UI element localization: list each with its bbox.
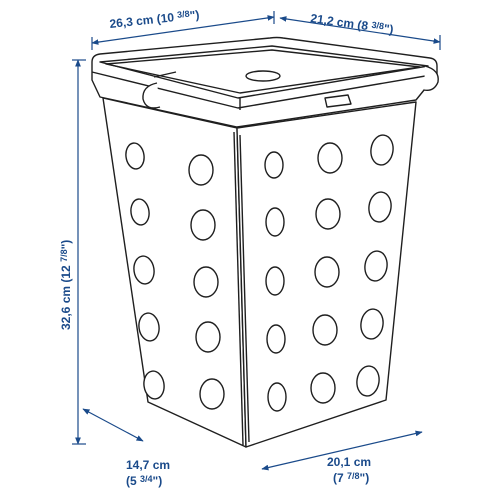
waste-sorting-bin	[91, 36, 439, 448]
bottom-depth-dimension-line	[261, 430, 423, 471]
bottom-depth-imperial-label: (7 7/8")	[333, 471, 369, 485]
vent-hole	[265, 207, 285, 237]
vent-hole	[130, 198, 150, 226]
top-width-dimension-line	[91, 15, 275, 45]
vent-hole	[199, 378, 225, 410]
handle-left	[142, 82, 161, 109]
vent-hole	[370, 134, 394, 166]
bottom-width-dimension-line	[82, 408, 144, 442]
vent-hole	[193, 266, 219, 298]
vent-hole	[360, 308, 384, 340]
dimension-lines	[72, 11, 441, 471]
vent-hole	[356, 365, 380, 397]
vent-hole	[267, 382, 287, 412]
bin-lid-inner-edge	[105, 49, 421, 94]
vent-hole	[266, 324, 286, 354]
left-face-holes	[125, 142, 225, 410]
lid-grip-slot	[245, 70, 281, 82]
vent-hole	[188, 154, 214, 186]
bin-rim-lower-edge	[91, 71, 438, 109]
bottom-width-metric-label: 14,7 cm	[126, 458, 170, 472]
bin-corner-edge-inner	[233, 131, 244, 446]
top-depth-dimension-line	[279, 16, 441, 44]
vent-hole	[265, 266, 285, 296]
vent-hole	[368, 191, 392, 223]
vent-hole	[138, 312, 160, 342]
vent-hole	[190, 209, 216, 241]
right-face-holes	[264, 134, 394, 412]
vent-hole	[310, 372, 336, 404]
vent-hole	[312, 314, 338, 346]
handle-right	[423, 65, 439, 92]
vent-hole	[364, 250, 388, 282]
vent-hole	[314, 256, 340, 288]
height-label: 32,6 cm (12 7/8")	[59, 240, 73, 330]
handle-front	[324, 94, 352, 108]
vent-hole	[315, 198, 341, 230]
bottom-depth-metric-label: 20,1 cm	[327, 455, 371, 469]
vent-hole	[143, 370, 165, 400]
dimension-labels: 26,3 cm (10 3/8") 21,2 cm (8 3/8") 32,6 …	[59, 8, 394, 488]
bottom-width-imperial-label: (5 3/4")	[126, 474, 162, 488]
top-depth-label: 21,2 cm (8 3/8")	[310, 11, 395, 37]
vent-hole	[195, 321, 221, 353]
top-width-label: 26,3 cm (10 3/8")	[109, 8, 200, 31]
vent-hole	[264, 151, 284, 179]
vent-hole	[133, 255, 155, 285]
handle-left-edge	[153, 71, 177, 78]
vent-hole	[317, 142, 343, 174]
bin-corner-edge	[239, 134, 250, 443]
vent-hole	[125, 142, 145, 170]
